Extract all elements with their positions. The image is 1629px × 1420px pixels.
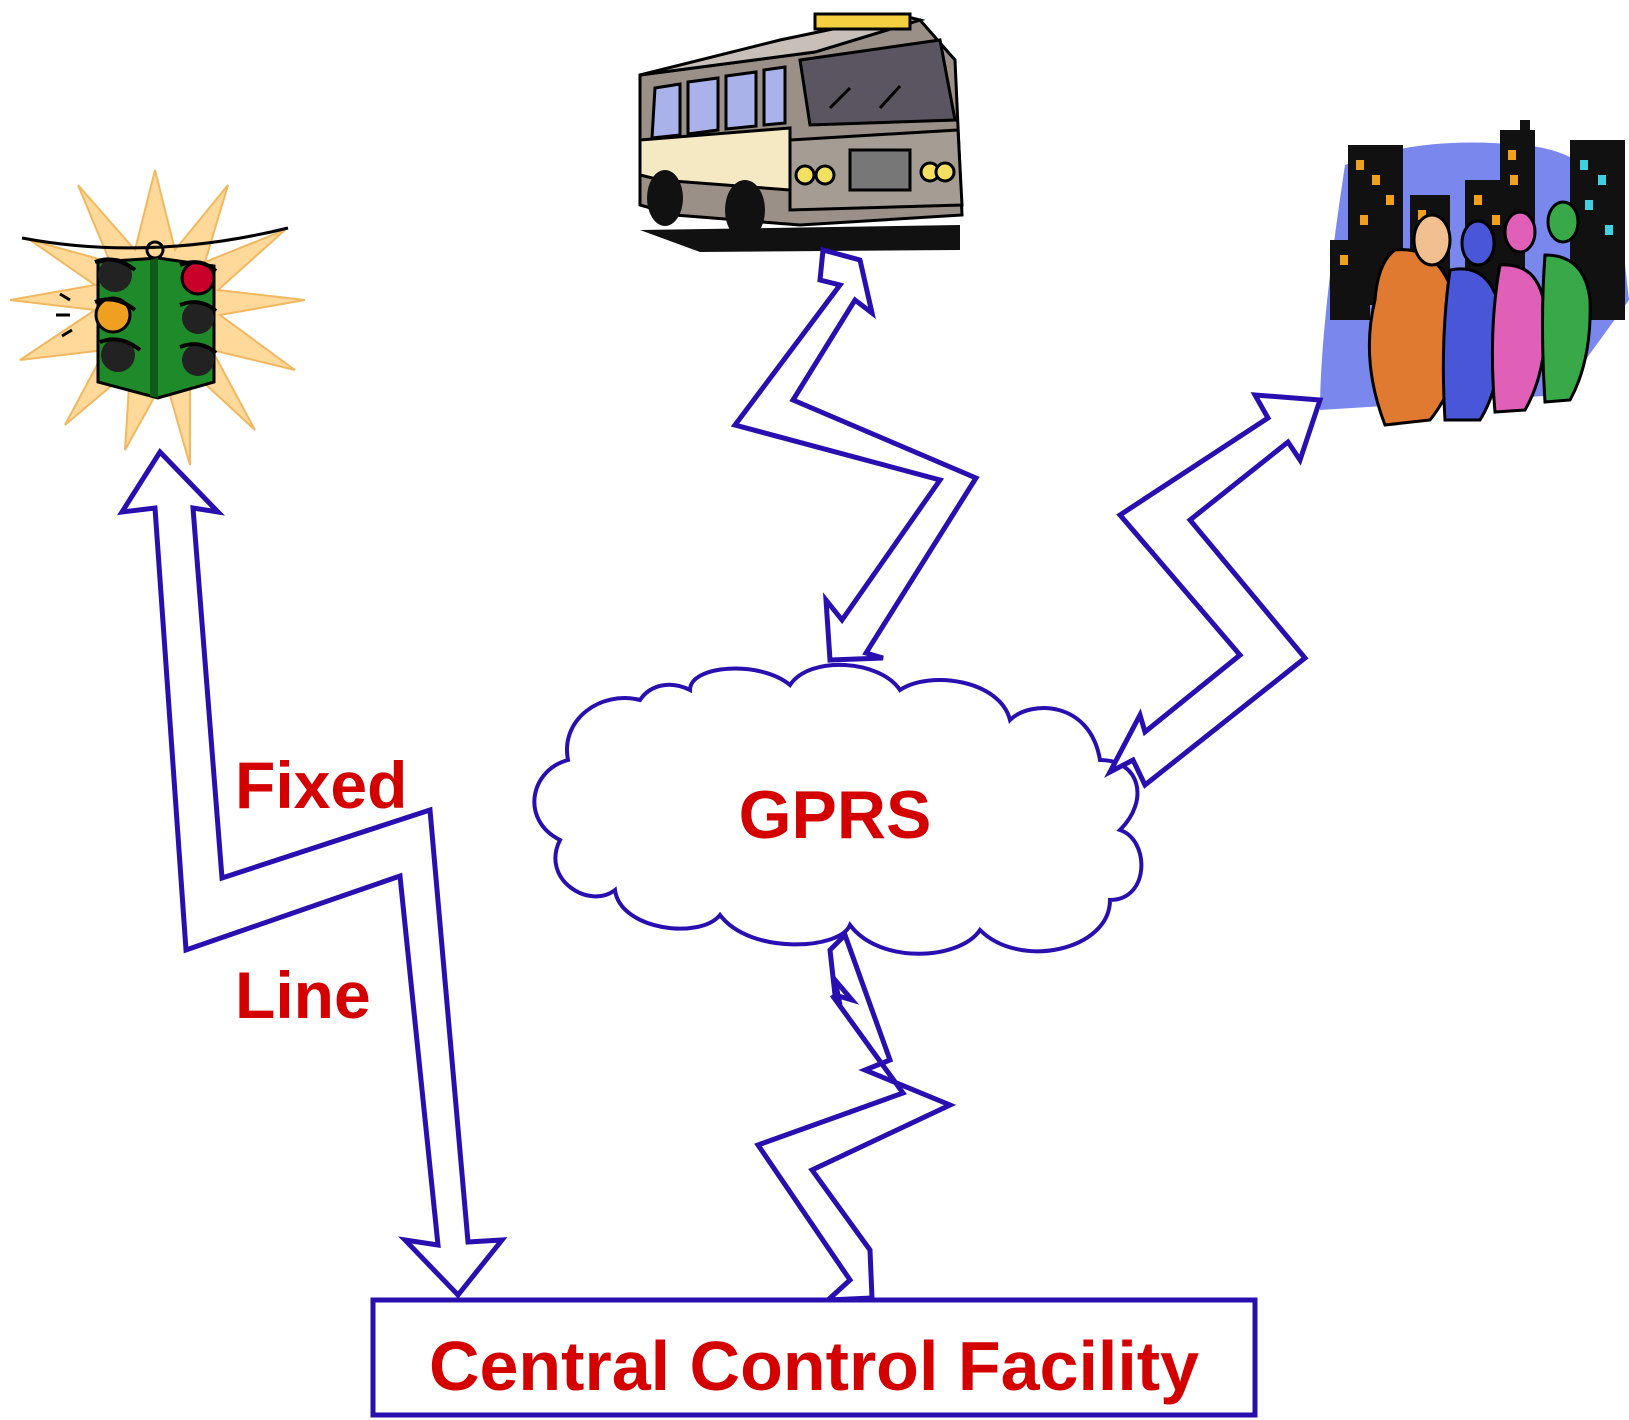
central-control-label: Central Control Facility	[429, 1327, 1199, 1405]
central-gprs-arrow	[754, 930, 957, 1303]
central-control-box: Central Control Facility	[370, 1297, 1258, 1418]
cloud-icon	[532, 663, 1144, 956]
people-gprs-arrow	[1104, 392, 1324, 789]
people-city-icon	[1320, 120, 1629, 427]
fixed-line-arrow	[117, 447, 508, 1299]
bus-icon	[638, 12, 964, 252]
fixed-label: Fixed	[235, 748, 407, 822]
line-label: Line	[235, 958, 371, 1032]
gprs-label: GPRS	[739, 777, 932, 853]
bus-gprs-arrow	[730, 246, 980, 663]
traffic-light-icon	[9, 169, 306, 466]
